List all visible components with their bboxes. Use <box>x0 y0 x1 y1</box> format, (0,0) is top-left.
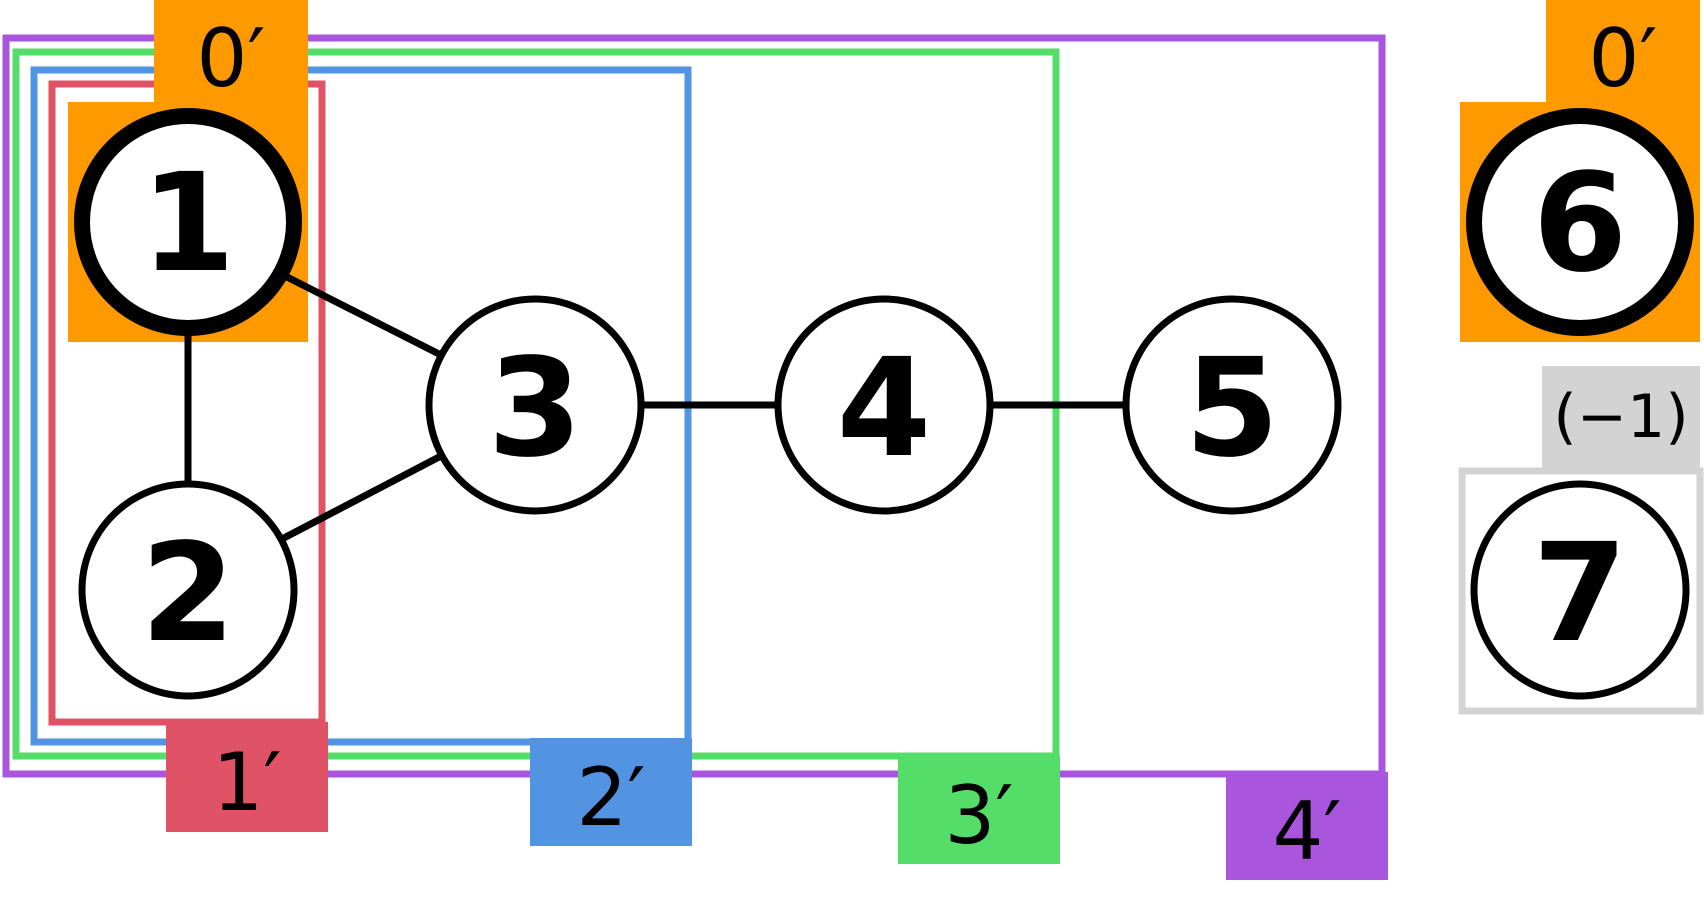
group-tag-minus1-box <box>1542 366 1700 468</box>
node-6: 6 <box>1466 108 1694 336</box>
group-tag-0prime-right: 0′ <box>1588 12 1657 105</box>
node-7-label: 7 <box>1533 515 1628 673</box>
group-tag-1prime-box <box>166 722 328 832</box>
node-1-label: 1 <box>141 145 236 303</box>
group-tag-0prime-left: 0′ <box>196 12 265 105</box>
node-5: 5 <box>1122 295 1342 515</box>
group-tag-2prime-box <box>530 738 692 846</box>
group-tag-1prime: 1′ <box>212 736 281 829</box>
edge-1-3 <box>283 272 443 359</box>
node-3-label: 3 <box>488 330 583 488</box>
group-tag-minus1: (−1) <box>1553 382 1688 452</box>
group-tag-2prime: 2′ <box>576 751 645 844</box>
node-1: 1 <box>74 108 302 336</box>
node-3: 3 <box>425 295 645 515</box>
node-4-label: 4 <box>837 330 932 488</box>
edge-2-3 <box>278 452 443 544</box>
node-5-label: 5 <box>1185 330 1280 488</box>
group-tag-0prime-right-box <box>1546 0 1700 102</box>
node-4: 4 <box>774 295 994 515</box>
node-2-label: 2 <box>141 515 236 673</box>
node-6-label: 6 <box>1533 145 1628 303</box>
group-tag-4prime-box <box>1226 772 1388 880</box>
node-2: 2 <box>78 480 298 700</box>
group-tag-3prime: 3′ <box>944 769 1013 862</box>
group-tag-4prime: 4′ <box>1272 785 1341 878</box>
group-frame-minus1 <box>1458 467 1704 715</box>
group-tag-0prime-left-box <box>154 0 308 102</box>
group-frame-4prime <box>2 34 1386 778</box>
node-7: 7 <box>1470 480 1690 700</box>
group-tag-3prime-box <box>898 756 1060 864</box>
